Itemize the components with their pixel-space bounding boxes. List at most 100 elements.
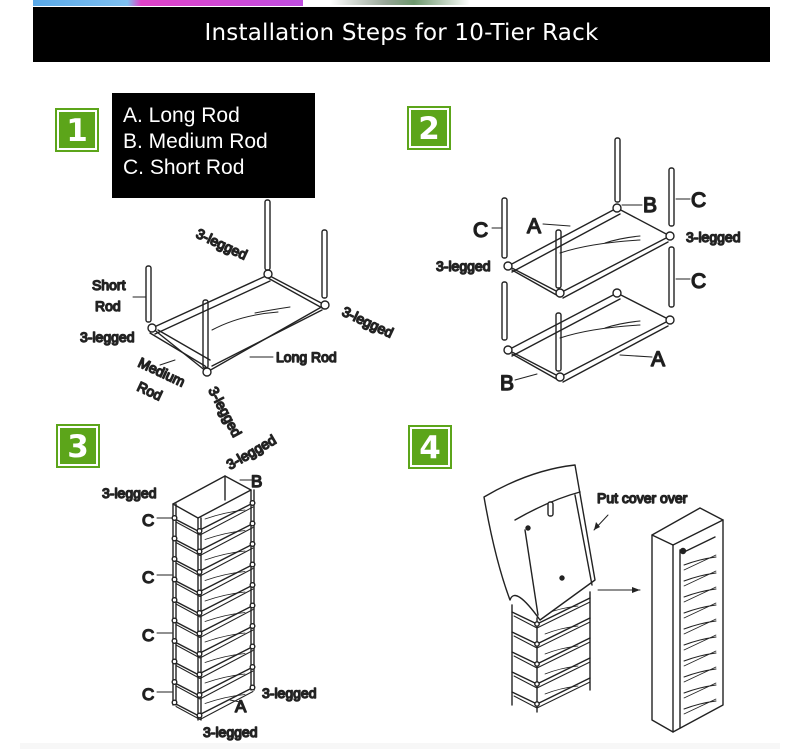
connector xyxy=(171,638,178,645)
connector xyxy=(196,671,203,678)
connector xyxy=(196,589,203,596)
shelf-edge xyxy=(683,570,717,587)
step-badge-1: 1 xyxy=(55,108,99,152)
label-3-legged: 3-legged xyxy=(436,258,491,274)
connector xyxy=(171,556,178,563)
shelf-tier xyxy=(175,506,254,536)
shelf-tier xyxy=(175,629,254,659)
connector xyxy=(249,541,256,548)
shelf-tier xyxy=(513,681,591,709)
connector xyxy=(534,681,540,687)
shelf-tier xyxy=(511,637,591,665)
label-c: C xyxy=(691,189,706,212)
shelf-edge xyxy=(683,602,717,619)
shelf-curve xyxy=(204,530,246,540)
connector xyxy=(171,515,178,522)
connector xyxy=(249,664,256,671)
shelf-curve xyxy=(204,632,246,643)
step-badge-4: 4 xyxy=(408,425,452,469)
shelf-tier xyxy=(175,670,254,700)
connector xyxy=(249,500,256,507)
label-put-cover-over: Put cover over xyxy=(597,490,688,506)
shelf-tier xyxy=(175,588,254,618)
connector xyxy=(249,520,256,527)
shelf-edge xyxy=(683,698,717,715)
rod-legend: A. Long Rod B. Medium Rod C. Short Rod xyxy=(112,93,315,198)
shelf-tier xyxy=(513,641,591,669)
label-3-legged: 3-legged xyxy=(340,303,396,341)
shelf-tier xyxy=(513,661,591,689)
shelf-tier xyxy=(175,609,254,638)
step-badge-3: 3 xyxy=(56,424,100,468)
shelf-curve xyxy=(683,668,717,678)
connector xyxy=(196,569,203,576)
connector xyxy=(171,699,178,706)
label-3-legged: 3-legged xyxy=(262,685,317,701)
connector xyxy=(249,623,256,630)
label-a: A xyxy=(651,348,665,371)
shelf-curve xyxy=(544,625,579,635)
step-badge-2: 2 xyxy=(407,106,451,150)
connector xyxy=(249,684,256,691)
connector xyxy=(249,582,256,589)
connector xyxy=(196,651,203,658)
shelf-curve xyxy=(204,673,246,684)
shelf-edge xyxy=(683,650,717,667)
partial-rack xyxy=(511,591,591,713)
label-3-legged: 3-legged xyxy=(80,329,135,345)
connector xyxy=(196,528,203,535)
label-a: A xyxy=(235,697,247,716)
connector xyxy=(171,576,178,583)
shelf-curve xyxy=(544,645,579,655)
shelf-curve xyxy=(544,665,579,675)
connector xyxy=(171,679,178,686)
label-c: C xyxy=(142,568,154,587)
connector xyxy=(196,610,203,617)
label-c: C xyxy=(142,626,154,645)
label-b: B xyxy=(643,194,657,217)
shelf-tier xyxy=(175,568,254,597)
shelf-edge xyxy=(683,666,717,683)
shelf-curve xyxy=(683,556,717,566)
connector xyxy=(249,561,256,568)
footer-strip xyxy=(20,743,780,749)
shelf-tier xyxy=(511,657,591,685)
label-c: C xyxy=(142,685,154,704)
connector xyxy=(534,701,540,707)
covered-rack xyxy=(651,507,724,733)
connector xyxy=(171,617,178,624)
label-short-rod-1: Short xyxy=(92,277,126,293)
connector xyxy=(196,630,203,637)
title-banner: Installation Steps for 10-Tier Rack xyxy=(33,7,770,62)
step3-diagram: B C C C C A 3-legged 3-legged 3-legged 3… xyxy=(101,431,317,741)
step1-rods xyxy=(145,199,328,369)
label-3-legged: 3-legged xyxy=(203,724,258,740)
step2-diagram: C A B C C A B 3-legged 3-legged xyxy=(435,137,741,396)
cover xyxy=(483,464,596,621)
label-3-legged: 3-legged xyxy=(102,485,157,501)
label-c: C xyxy=(691,270,706,293)
shelf-edge xyxy=(683,634,717,651)
shelf-edge xyxy=(683,586,717,603)
shelf-tier xyxy=(175,527,254,556)
shelf-tier xyxy=(511,677,591,705)
shelf-tier xyxy=(511,617,591,645)
label-3-legged: 3-legged xyxy=(686,229,741,245)
label-b: B xyxy=(251,472,262,491)
connector xyxy=(196,548,203,555)
connector xyxy=(171,535,178,542)
label-c: C xyxy=(473,219,488,242)
shelf-edge xyxy=(683,682,717,699)
legend-item-medium-rod: B. Medium Rod xyxy=(123,130,268,153)
connector xyxy=(171,658,178,665)
connector xyxy=(249,602,256,609)
connector xyxy=(196,712,203,719)
shelf-curve xyxy=(683,700,717,710)
page-title: Installation Steps for 10-Tier Rack xyxy=(204,20,599,46)
label-3-legged: 3-legged xyxy=(205,384,245,440)
shelf-curve xyxy=(683,604,717,614)
decorative-strip xyxy=(33,0,303,6)
shelf-tier xyxy=(513,601,591,629)
label-c: C xyxy=(142,511,154,530)
